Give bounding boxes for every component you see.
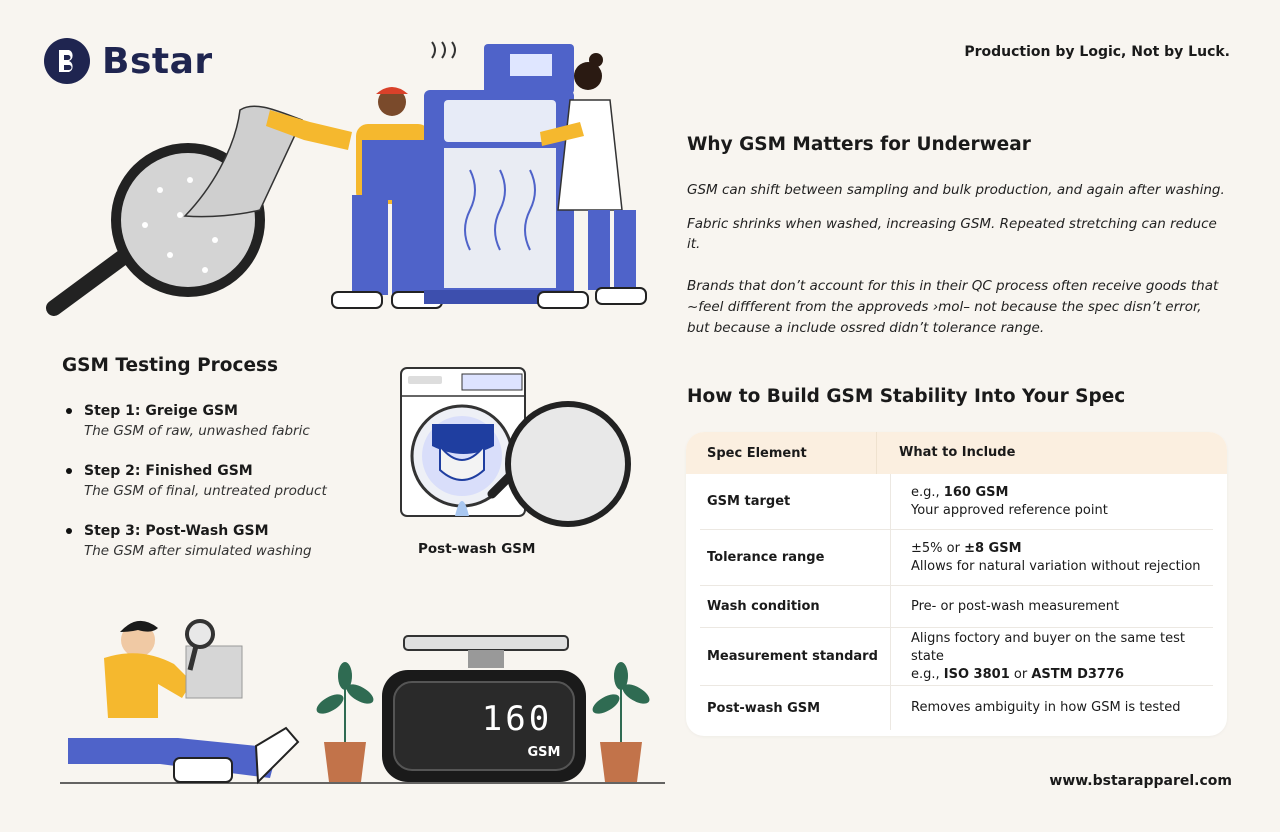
- column-header: Spec Element: [707, 445, 807, 461]
- gsm-testing-illustration: [46, 41, 647, 316]
- value-emphasis: ±8 GSM: [964, 540, 1022, 556]
- step-description: The GSM of raw, unwashed fabric: [84, 423, 310, 439]
- value-emphasis: ASTM D3776: [1031, 666, 1125, 682]
- table-header: Spec Element What to Include: [686, 432, 1227, 474]
- why-paragraph-1: GSM can shift between sampling and bulk …: [687, 182, 1225, 198]
- column-header: What to Include: [876, 432, 1227, 474]
- spec-value: e.g., 160 GSM Your approved reference po…: [890, 474, 1213, 529]
- value-text: or: [1009, 666, 1032, 682]
- list-item: Step 3: Post-Wash GSM The GSM after simu…: [62, 522, 362, 562]
- table-row: Measurement standard Aligns foctory and …: [700, 628, 1213, 686]
- value-emphasis: 160 GSM: [943, 484, 1009, 500]
- process-title: GSM Testing Process: [62, 355, 279, 376]
- brand-logo[interactable]: Bstar: [44, 38, 213, 84]
- value-text: ±5% or: [911, 540, 965, 556]
- digital-scale-icon: 160 GSM: [382, 635, 586, 782]
- step-description: The GSM of final, untreated product: [84, 483, 327, 499]
- spec-element: Tolerance range: [707, 550, 825, 565]
- step-title: Step 1: Greige GSM: [84, 403, 238, 419]
- step-title: Step 2: Finished GSM: [84, 463, 253, 479]
- worker-figure: [266, 87, 450, 309]
- table-row: GSM target e.g., 160 GSM Your approved r…: [700, 474, 1213, 530]
- value-text: e.g.,: [911, 484, 944, 500]
- tagline: Production by Logic, Not by Luck.: [964, 44, 1230, 60]
- scientist-figure: [537, 53, 647, 309]
- spec-element: Wash condition: [707, 599, 820, 614]
- value-text: Removes ambiguity in how GSM is tested: [911, 700, 1181, 715]
- spec-value: Aligns foctory and buyer on the same tes…: [890, 628, 1213, 685]
- logo-icon: [44, 38, 90, 84]
- value-note: Allows for natural variation without rej…: [911, 558, 1201, 574]
- value-text: Aligns foctory and buyer on the same tes…: [911, 630, 1185, 664]
- list-item: Step 2: Finished GSM The GSM of final, u…: [62, 462, 362, 502]
- table-row: Post-wash GSM Removes ambiguity in how G…: [700, 686, 1213, 730]
- gsm-machine-icon: [424, 41, 574, 304]
- why-paragraph-3: Brands that don’t account for this in th…: [687, 278, 1219, 336]
- spec-value: Removes ambiguity in how GSM is tested: [890, 686, 1213, 730]
- spec-element: Post-wash GSM: [707, 700, 821, 716]
- list-item: Step 1: Greige GSM The GSM of raw, unwas…: [62, 402, 362, 442]
- value-note: Your approved reference point: [911, 502, 1108, 518]
- plant-icon: [592, 662, 650, 782]
- person-figure: [68, 619, 300, 785]
- scale-unit: GSM: [528, 745, 561, 760]
- value-text: e.g.,: [911, 666, 944, 682]
- spec-section-title: How to Build GSM Stability Into Your Spe…: [687, 386, 1126, 407]
- spec-element: Measurement standard: [707, 649, 878, 664]
- why-gsm-title: Why GSM Matters for Underwear: [687, 134, 1031, 155]
- why-paragraph-2: Fabric shrinks when washed, increasing G…: [687, 216, 1217, 252]
- table-row: Tolerance range ±5% or ±8 GSM Allows for…: [700, 530, 1213, 586]
- step-description: The GSM after simulated washing: [84, 543, 312, 559]
- gsm-weighing-illustration: 160 GSM: [60, 619, 665, 785]
- spec-value: ±5% or ±8 GSM Allows for natural variati…: [890, 530, 1213, 585]
- washing-machine-icon: [400, 367, 631, 527]
- postwash-label: Post-wash GSM: [418, 541, 536, 557]
- table-row: Wash condition Pre- or post-wash measure…: [700, 586, 1213, 628]
- spec-table: Spec Element What to Include GSM target …: [686, 432, 1227, 736]
- brand-name: Bstar: [102, 40, 213, 82]
- website-link[interactable]: www.bstarapparel.com: [1049, 773, 1232, 789]
- scale-reading: 160: [482, 699, 552, 739]
- spec-value: Pre- or post-wash measurement: [890, 586, 1213, 627]
- plant-icon: [316, 662, 374, 782]
- why-gsm-body: GSM can shift between sampling and bulk …: [687, 180, 1227, 353]
- value-emphasis: ISO 3801: [943, 666, 1010, 682]
- process-steps: Step 1: Greige GSM The GSM of raw, unwas…: [62, 402, 362, 582]
- step-title: Step 3: Post-Wash GSM: [84, 523, 269, 539]
- value-text: Pre- or post-wash measurement: [911, 598, 1120, 614]
- spec-element: GSM target: [707, 494, 791, 509]
